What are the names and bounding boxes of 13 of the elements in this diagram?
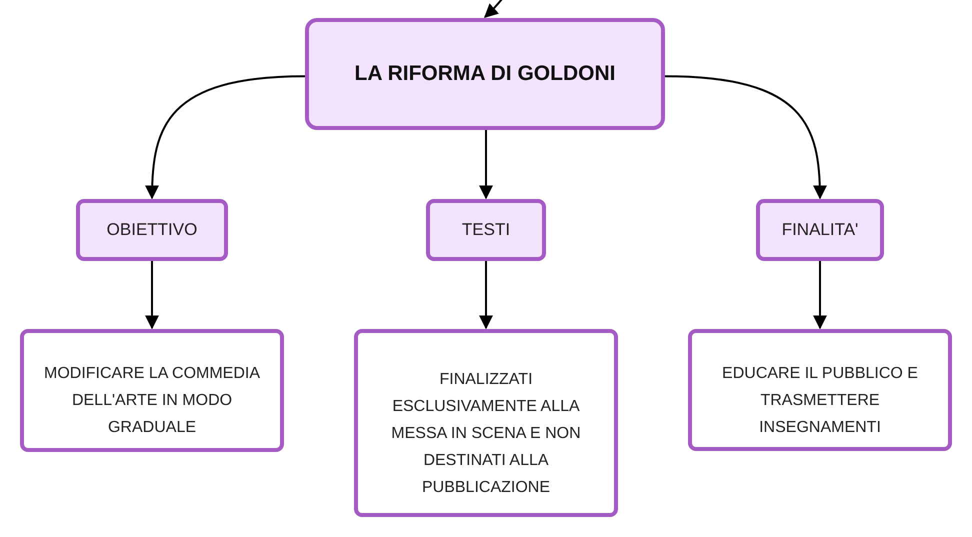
arrow (664, 75, 827, 200)
arrow (479, 261, 493, 330)
category-box: FINALITA' (756, 199, 884, 261)
arrow (479, 130, 493, 200)
category-box: OBIETTIVO (76, 199, 228, 261)
category-box: TESTI (426, 199, 546, 261)
arrow (145, 75, 306, 200)
arrow (813, 261, 827, 330)
description-box: EDUCARE IL PUBBLICO E TRASMETTERE INSEGNAMENTI (688, 329, 952, 451)
description-box: MODIFICARE LA COMMEDIA DELL'ARTE IN MODO GRADUALE (20, 329, 284, 452)
arrow (145, 261, 159, 330)
description-box: FINALIZZATI ESCLUSIVAMENTE ALLA MESSA IN SCENA E NON DESTINATI ALLA PUBBLICAZIONE (354, 329, 618, 517)
title-box: LA RIFORMA DI GOLDONI (305, 18, 665, 130)
